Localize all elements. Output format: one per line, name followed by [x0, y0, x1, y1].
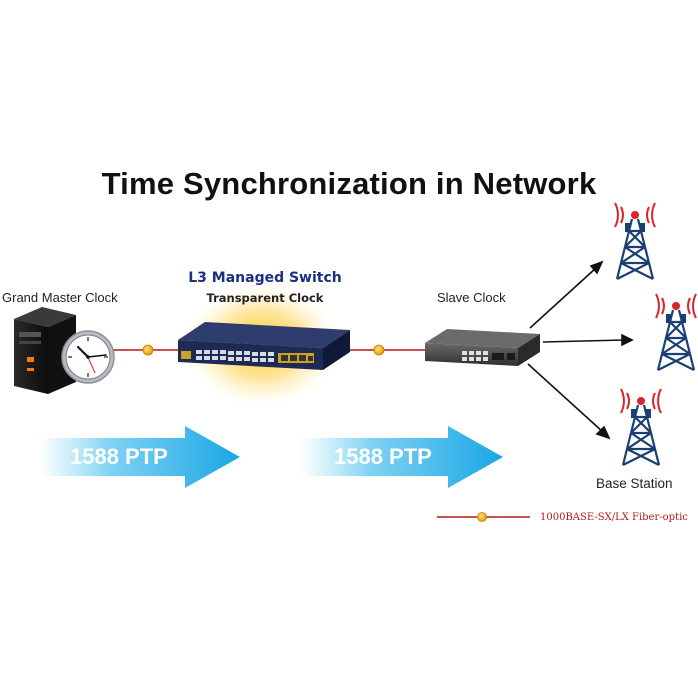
clock-icon [61, 330, 115, 384]
ptp-arrow-label-1: 1588 PTP [70, 444, 168, 469]
base-station-tower-icon [655, 293, 697, 371]
base-station-label: Base Station [596, 476, 673, 491]
ptp-arrow-label-2: 1588 PTP [334, 444, 432, 469]
grand-master-label: Grand Master Clock [2, 290, 118, 305]
fiber-connector [373, 344, 385, 356]
ptp-arrow-1 [40, 426, 240, 488]
legend-fiber [437, 512, 530, 522]
l3-switch-icon [178, 322, 350, 370]
base-station-tower-icon [614, 202, 656, 280]
ptp-arrow-2 [300, 426, 503, 488]
l3-switch-title: L3 Managed Switch [188, 270, 342, 286]
legend-label: 1000BASE-SX/LX Fiber-optic [540, 512, 688, 523]
slave-clock-label: Slave Clock [437, 290, 506, 305]
slave-switch-icon [425, 329, 540, 366]
base-station-tower-icon [620, 388, 662, 466]
l3-switch-subtitle: Transparent Clock [206, 291, 324, 305]
distribution-arrows [527, 260, 634, 440]
diagram-title: Time Synchronization in Network [101, 166, 597, 201]
fiber-connector [142, 344, 154, 356]
